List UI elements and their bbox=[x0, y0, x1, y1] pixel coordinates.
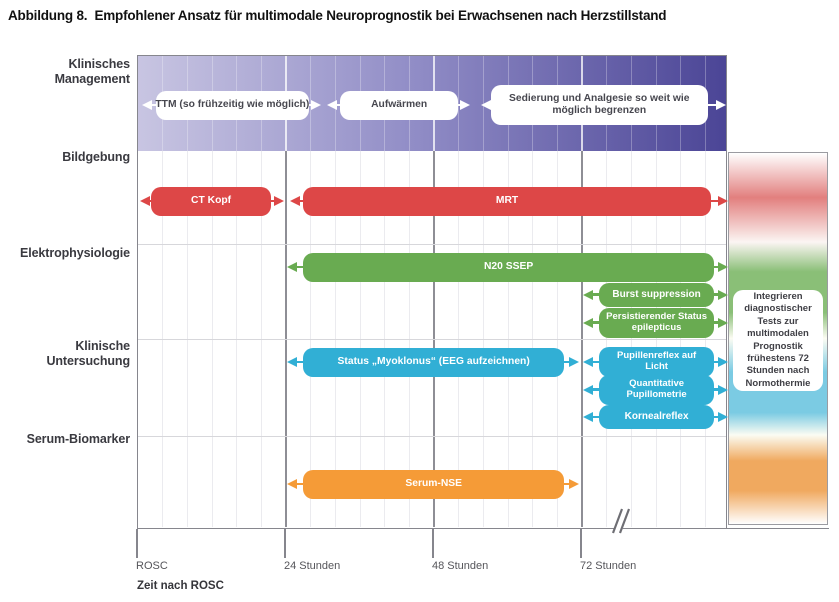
arrow-right-icon bbox=[717, 196, 728, 206]
x-axis-line bbox=[137, 527, 829, 529]
pill-aufwaermen: Aufwärmen bbox=[340, 90, 459, 120]
pill-mrt: MRT bbox=[303, 186, 711, 216]
plot-area: TTM (so frühzeitig wie möglich) Aufwärmen… bbox=[137, 55, 729, 529]
pill-label: Quantitative Pupillometrie bbox=[626, 377, 687, 400]
pill-sedierung: Sedierung und Analgesie so weit wie mögl… bbox=[490, 85, 708, 125]
bar-kornealreflex: Kornealreflex bbox=[583, 405, 729, 429]
pill-status-myoklonus: Status „Myoklonus“ (EEG aufzeichnen) bbox=[303, 347, 565, 377]
arrow-left-icon bbox=[326, 100, 337, 110]
pill-label: MRT bbox=[495, 195, 519, 207]
arrow-right-icon bbox=[718, 357, 729, 367]
tick-label-72h: 72 Stunden bbox=[580, 560, 637, 572]
pill-n20-ssep: N20 SSEP bbox=[303, 252, 714, 282]
arrow-right-icon bbox=[459, 100, 470, 110]
pill-ct-kopf: CT Kopf bbox=[150, 186, 272, 216]
arrow-left-icon bbox=[583, 384, 594, 395]
pill-status-epilepticus: Persistierender Status epilepticus bbox=[599, 307, 714, 338]
arrow-left-icon bbox=[583, 357, 594, 367]
arrow-left-icon bbox=[287, 357, 298, 367]
x-axis-title: Zeit nach ROSC bbox=[137, 580, 224, 592]
arrow-right-icon bbox=[568, 479, 579, 489]
bar-pupillenreflex: Pupillenreflex auf Licht bbox=[583, 347, 729, 377]
arrow-right-icon bbox=[274, 196, 285, 206]
row-label-klinische-untersuchung: Klinische Untersuchung bbox=[46, 339, 130, 368]
bar-status-myoklonus: Status „Myoklonus“ (EEG aufzeichnen) bbox=[287, 347, 579, 377]
pill-label: Sedierung und Analgesie so weit wie mögl… bbox=[509, 93, 690, 116]
pill-label: CT Kopf bbox=[191, 195, 232, 207]
row-label-elektrophysiologie: Elektrophysiologie bbox=[19, 246, 130, 260]
tick-label-24h: 24 Stunden bbox=[284, 560, 341, 572]
arrow-left-icon bbox=[139, 196, 150, 206]
tick-72h bbox=[580, 529, 582, 558]
pill-serum-nse: Serum-NSE bbox=[303, 469, 565, 499]
pill-label: Aufwärmen bbox=[371, 99, 428, 111]
arrow-left-icon bbox=[287, 479, 298, 489]
arrow-right-icon bbox=[718, 317, 729, 328]
bar-n20-ssep: N20 SSEP bbox=[287, 252, 729, 282]
arrow-right-icon bbox=[718, 412, 729, 422]
axis-break-icon bbox=[611, 507, 631, 535]
arrow-left-icon bbox=[142, 100, 153, 110]
figure-title: Abbildung 8. Empfohlener Ansatz für mult… bbox=[8, 8, 667, 23]
pill-label: TTM (so frühzeitig wie möglich) bbox=[155, 99, 310, 111]
pill-label: N20 SSEP bbox=[483, 261, 534, 273]
arrow-right-icon bbox=[718, 262, 729, 272]
tick-24h bbox=[284, 529, 286, 558]
pill-label: Serum-NSE bbox=[405, 478, 462, 490]
tick-48h bbox=[432, 529, 434, 558]
bar-ttm: TTM (so frühzeitig wie möglich) bbox=[142, 90, 322, 120]
bar-ct-kopf: CT Kopf bbox=[139, 186, 285, 216]
bar-burst-suppression: Burst suppression bbox=[583, 282, 729, 307]
pill-label: Status „Myoklonus“ (EEG aufzeichnen) bbox=[337, 356, 530, 368]
tick-0h bbox=[136, 529, 138, 558]
arrow-right-icon bbox=[311, 100, 322, 110]
bar-mrt: MRT bbox=[289, 186, 728, 216]
arrow-right-icon bbox=[716, 100, 727, 110]
arrow-right-icon bbox=[568, 357, 579, 367]
row-label-klinisches-management: Klinisches Management bbox=[54, 57, 131, 86]
arrow-left-icon bbox=[287, 262, 298, 272]
arrow-left-icon bbox=[583, 289, 594, 300]
pill-burst-suppression: Burst suppression bbox=[599, 282, 714, 307]
arrow-left-icon bbox=[583, 412, 594, 422]
pill-quantitative-pupillometrie: Quantitative Pupillometrie bbox=[599, 374, 714, 405]
arrow-left-icon bbox=[583, 317, 594, 328]
arrow-left-icon bbox=[480, 100, 491, 110]
prognostic-gradient-column: Integrieren diagnostischer Tests zur mul… bbox=[728, 152, 828, 525]
arrow-right-icon bbox=[718, 384, 729, 395]
bar-status-epilepticus: Persistierender Status epilepticus bbox=[583, 307, 729, 338]
arrow-left-icon bbox=[289, 196, 300, 206]
bar-sedierung: Sedierung und Analgesie so weit wie mögl… bbox=[480, 85, 727, 125]
row-separator bbox=[138, 244, 726, 245]
row-label-serum-biomarker: Serum-Biomarker bbox=[26, 432, 131, 446]
bar-serum-nse: Serum-NSE bbox=[287, 469, 579, 499]
pill-kornealreflex: Kornealreflex bbox=[599, 405, 714, 429]
pill-pupillenreflex: Pupillenreflex auf Licht bbox=[599, 347, 714, 377]
arrow-right-icon bbox=[718, 289, 729, 300]
pill-label: Burst suppression bbox=[612, 288, 701, 300]
pill-label: Persistierender Status epilepticus bbox=[606, 310, 708, 333]
bar-aufwaermen: Aufwärmen bbox=[326, 90, 470, 120]
pill-label: Pupillenreflex auf Licht bbox=[617, 350, 697, 372]
pill-ttm: TTM (so frühzeitig wie möglich) bbox=[155, 90, 310, 120]
row-label-bildgebung: Bildgebung bbox=[62, 150, 130, 164]
row-separator bbox=[138, 339, 726, 340]
integration-note-box: Integrieren diagnostischer Tests zur mul… bbox=[733, 290, 823, 391]
pill-label: Kornealreflex bbox=[624, 411, 689, 423]
bar-quantitative-pupillometrie: Quantitative Pupillometrie bbox=[583, 374, 729, 405]
tick-label-48h: 48 Stunden bbox=[432, 560, 489, 572]
row-separator bbox=[138, 436, 726, 437]
tick-label-0h: ROSC bbox=[136, 560, 168, 572]
